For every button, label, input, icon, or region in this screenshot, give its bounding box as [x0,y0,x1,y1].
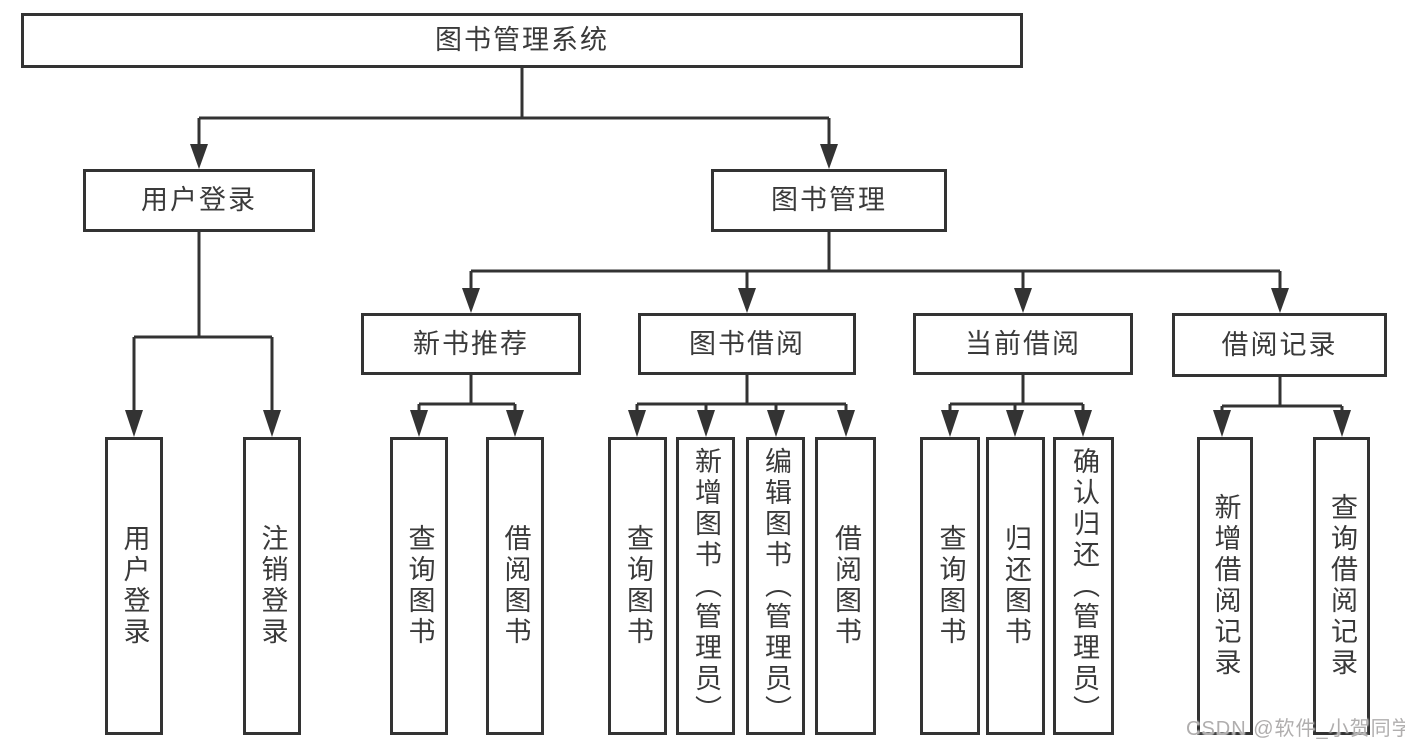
node-label: 归还图书 [1001,524,1031,648]
node-new-book-recommend: 新书推荐 [361,313,581,375]
leaf-confirm-return-admin: 确认归还（管理员） [1053,437,1114,735]
leaf-query-book-3: 查询图书 [920,437,980,735]
leaf-edit-book-admin: 编辑图书（管理员） [746,437,805,735]
arrowhead-icon [506,410,524,437]
node-label: 用户登录 [119,524,150,648]
node-root-system: 图书管理系统 [21,13,1023,68]
node-label: 查询图书 [623,524,653,648]
node-label: 图书借阅 [689,328,805,359]
leaf-borrow-book-1: 借阅图书 [486,437,544,735]
leaf-query-borrow-record: 查询借阅记录 [1313,437,1370,735]
node-user-login: 用户登录 [83,169,315,232]
arrowhead-icon [1213,410,1231,437]
node-label: 新增借阅记录 [1210,493,1241,679]
arrowhead-icon [190,144,208,169]
arrowhead-icon [820,144,838,169]
node-label: 新书推荐 [413,328,529,359]
arrowhead-icon [767,410,785,437]
node-label: 确认归还（管理员） [1069,446,1099,726]
leaf-logout: 注销登录 [243,437,301,735]
arrowhead-icon [410,410,428,437]
node-current-borrow: 当前借阅 [913,313,1133,375]
arrowhead-icon [125,410,143,437]
arrowhead-icon [1006,410,1024,437]
leaf-add-borrow-record: 新增借阅记录 [1197,437,1253,735]
node-label: 借阅图书 [831,524,861,648]
node-label: 图书管理 [771,185,887,215]
arrowhead-icon [1014,288,1032,313]
node-label: 注销登录 [257,524,288,648]
edge-current-to-leaves [948,375,1085,412]
node-label: 新增图书（管理员） [691,446,721,726]
leaf-query-book-1: 查询图书 [390,437,448,735]
node-label: 查询图书 [404,524,435,648]
arrowheads [125,144,1351,437]
leaf-return-book: 归还图书 [986,437,1045,735]
node-label: 查询借阅记录 [1327,493,1357,679]
leaf-user-login: 用户登录 [105,437,163,735]
csdn-watermark: CSDN @软件_小贺同学 [1186,718,1405,740]
arrowhead-icon [941,410,959,437]
arrowhead-icon [1271,288,1289,313]
arrowhead-icon [263,410,281,437]
leaf-borrow-book-2: 借阅图书 [815,437,876,735]
node-label: 借阅记录 [1221,329,1338,360]
node-label: 借阅图书 [500,524,531,648]
edge-login-to-leaves [132,232,274,412]
leaf-add-book-admin: 新增图书（管理员） [676,437,735,735]
arrowhead-icon [628,410,646,437]
edge-record-to-leaves [1220,377,1344,412]
edge-mgmt-to-level2 [469,232,1282,290]
tree-edges [132,68,1344,412]
edge-root-to-level1 [197,68,831,146]
edge-borrow-to-leaves [635,375,848,412]
node-book-borrow: 图书借阅 [638,313,856,375]
node-label: 编辑图书（管理员） [761,446,791,726]
node-label: 查询图书 [935,524,966,648]
edge-newbook-to-leaves [417,375,517,412]
node-label: 用户登录 [141,185,257,215]
arrowhead-icon [462,288,480,313]
node-label: 图书管理系统 [435,25,609,55]
leaf-query-book-2: 查询图书 [608,437,667,735]
arrowhead-icon [738,288,756,313]
arrowhead-icon [1333,410,1351,437]
node-borrow-record: 借阅记录 [1172,313,1387,377]
node-label: 当前借阅 [965,328,1081,359]
arrowhead-icon [697,410,715,437]
arrowhead-icon [1074,410,1092,437]
arrowhead-icon [837,410,855,437]
node-book-management: 图书管理 [711,169,947,232]
